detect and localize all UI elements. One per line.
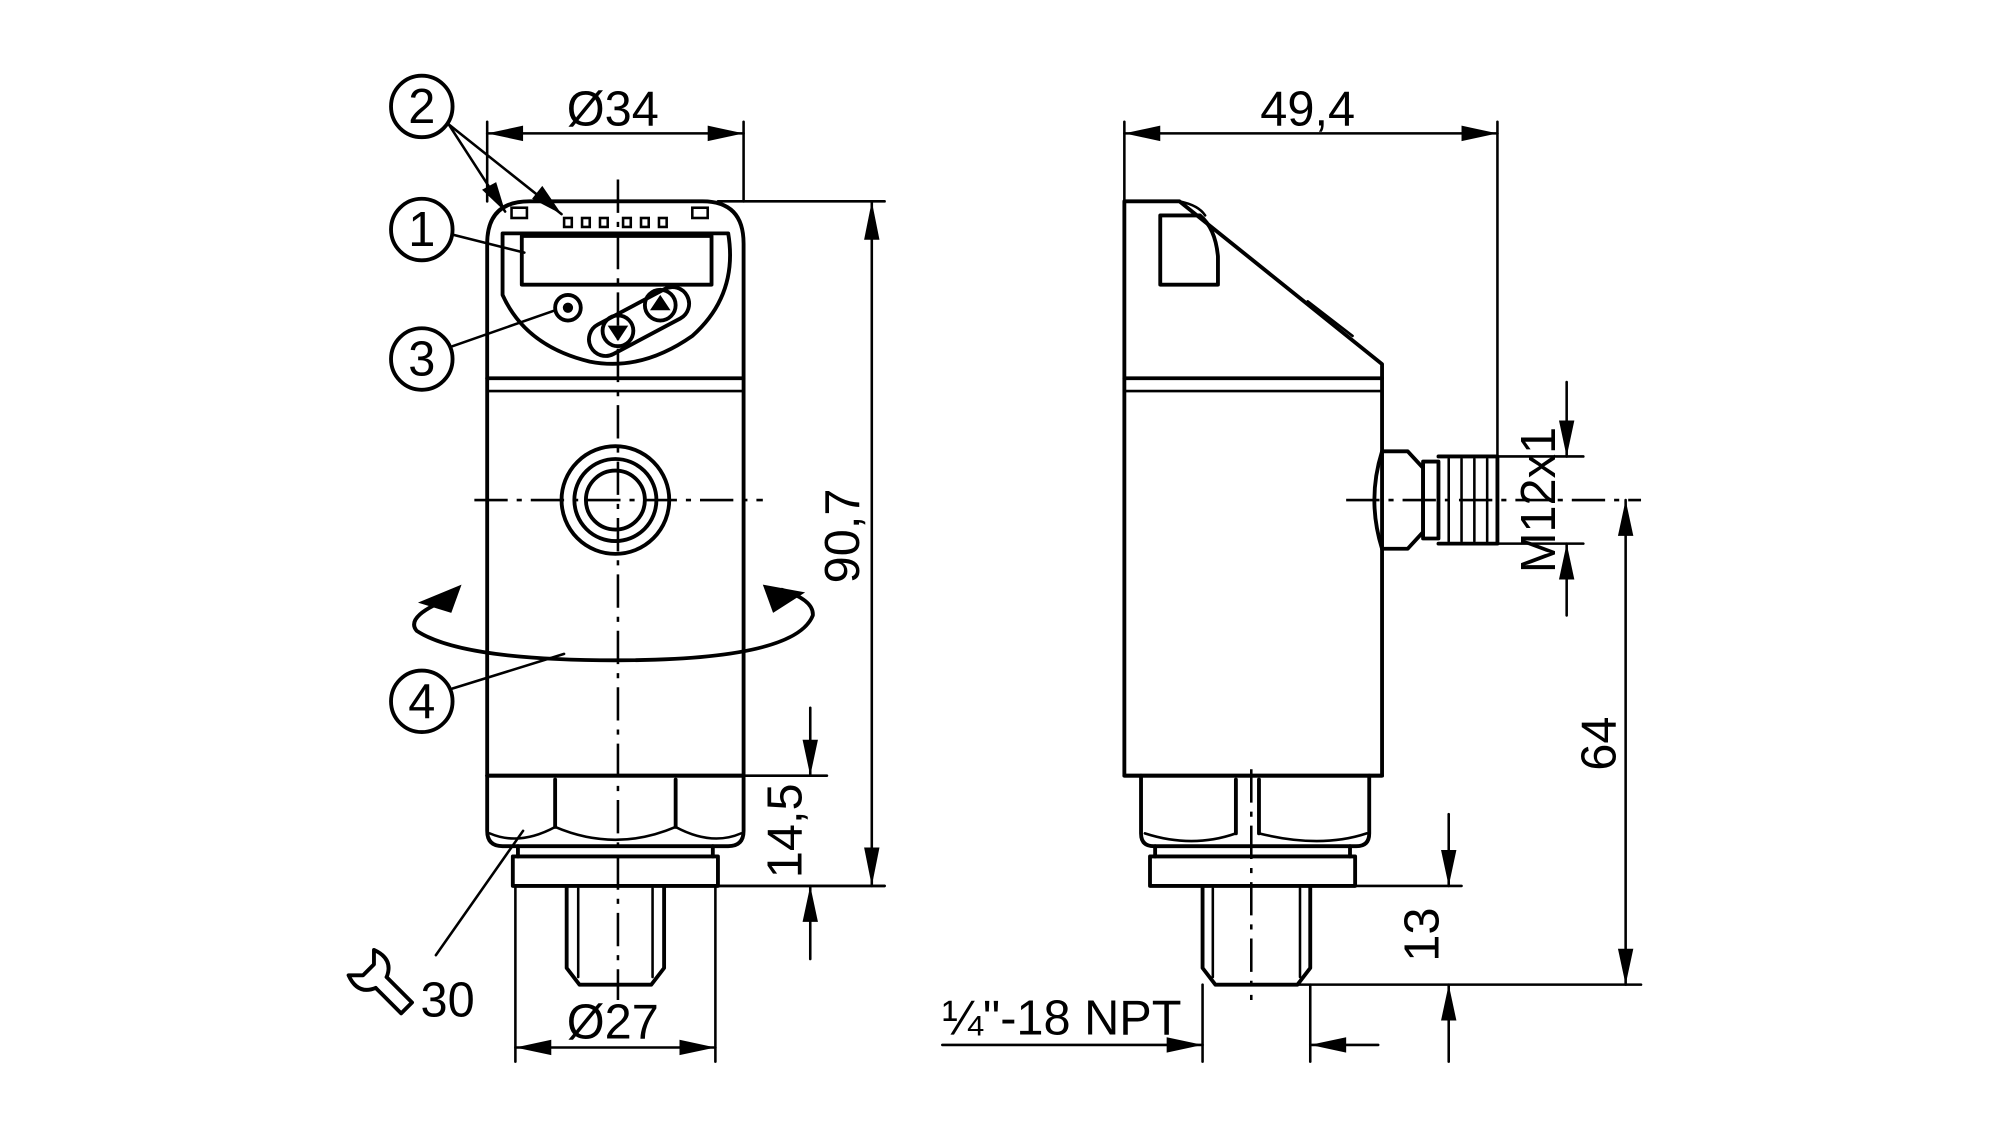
process-connection (564, 884, 667, 987)
front-view (412, 179, 815, 1001)
callout-2: 2 (389, 73, 563, 216)
dim-npt-thread: ¼"-18 NPT (942, 992, 1181, 1046)
front-dimensions: Ø34 90,7 14,5 Ø27 30 (346, 83, 886, 1063)
callout-1: 1 (389, 196, 526, 263)
svg-text:3: 3 (408, 333, 435, 387)
collar (510, 854, 720, 888)
side-dimensions: 49,4 M12x1 64 13 ¼"-18 NPT (941, 83, 1643, 1063)
wrench-icon (346, 947, 414, 1016)
led-row (510, 206, 709, 229)
dim-diameter-top: Ø34 (567, 83, 659, 137)
dim-axis-height: 64 (1572, 717, 1626, 771)
dim-side-width: 49,4 (1260, 83, 1355, 137)
side-housing (1122, 199, 1384, 778)
front-housing (485, 199, 746, 778)
callout-4: 4 (389, 652, 566, 735)
svg-text:1: 1 (408, 203, 435, 257)
set-button (553, 292, 583, 323)
svg-text:2: 2 (408, 80, 435, 134)
callout-3: 3 (389, 309, 557, 392)
dim-height-total: 90,7 (816, 489, 870, 584)
rotation-arrow (412, 584, 815, 663)
up-arrow-button (642, 287, 678, 323)
arrow-button-group (587, 285, 692, 358)
control-panel (500, 231, 732, 366)
display-window (519, 234, 714, 287)
dim-wrench-size: 30 (421, 974, 475, 1028)
callouts: 2 1 3 4 (389, 73, 566, 735)
svg-text:4: 4 (408, 675, 435, 729)
dim-diameter-bottom: Ø27 (567, 995, 659, 1049)
dim-thread-height: 14,5 (758, 783, 812, 878)
hex-nut (485, 773, 746, 849)
dim-npt-height: 13 (1395, 908, 1449, 962)
side-hex-nut (1139, 773, 1372, 849)
side-view (1122, 199, 1642, 1001)
side-connector (1372, 449, 1500, 551)
dim-connector: M12x1 (1512, 427, 1566, 573)
